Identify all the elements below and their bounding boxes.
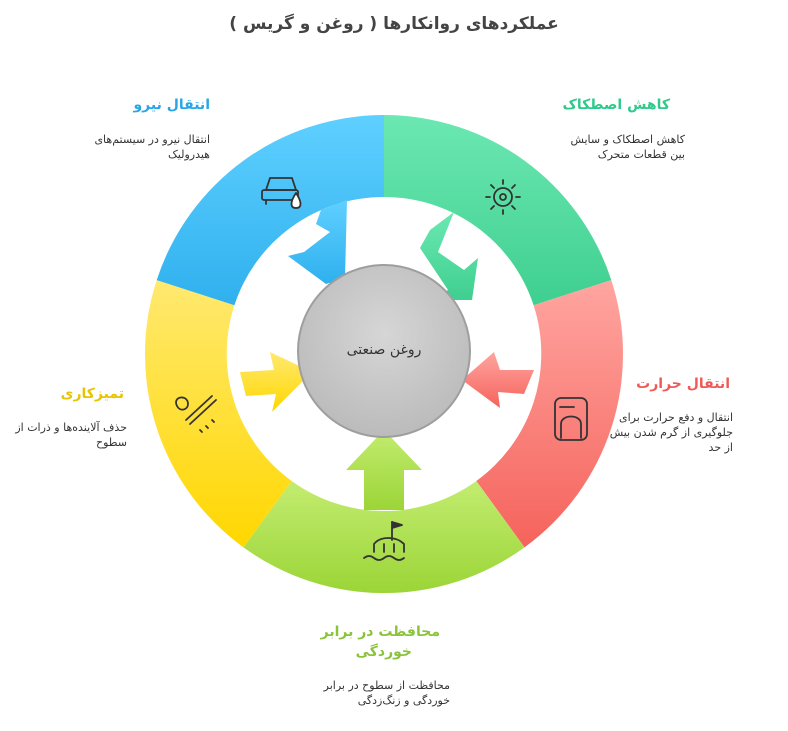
cleaning-description: حذف آلاینده‌ها و ذرات از سطوح (0, 420, 127, 450)
car-drop-icon (261, 177, 302, 209)
corrosion-description-line: محافظت از سطوح در برابر (323, 679, 450, 692)
broom-icon (175, 395, 217, 433)
cleaning-description-line: حذف آلاینده‌ها و ذرات از (15, 421, 127, 434)
center-label: روغن صنعتی (346, 342, 422, 358)
page-title: عملکردهای روانکارها ( روغن و گریس ) (229, 14, 559, 34)
heater-icon (554, 397, 588, 441)
segment-corrosion (243, 481, 525, 594)
heat-description-line: جلوگیری از گرم شدن بیش (609, 426, 733, 439)
center-circle (297, 264, 471, 438)
friction-description: کاهش اصطکاک و سایش بین قطعات متحرک (520, 132, 685, 162)
friction-heading: کاهش اصطکاک (562, 97, 670, 113)
segment-cleaning (144, 280, 292, 548)
arrow-corrosion (346, 430, 422, 510)
corrosion-heading-line: خوردگی (355, 644, 412, 660)
arrow-cleaning (240, 352, 312, 412)
arrow-heat (462, 352, 534, 408)
segment-heat (476, 280, 624, 548)
friction-description-line: بین قطعات متحرک (597, 148, 685, 161)
corrosion-heading-line: محافظت در برابر (320, 624, 440, 640)
heat-description-line: از حد (708, 441, 733, 454)
segment-hydraulic (156, 114, 384, 306)
cleaning-description-line: سطوح (95, 436, 127, 449)
heat-description: انتقال و دفع حرارت برای جلوگیری از گرم ش… (600, 410, 733, 455)
corrosion-description-line: خوردگی و زنگ‌زدگی (357, 694, 450, 707)
gear-sun-icon (485, 179, 521, 215)
heat-description-line: انتقال و دفع حرارت برای (618, 411, 733, 424)
ship-flag-icon (363, 521, 405, 561)
arrow-hydraulic (288, 200, 347, 284)
hydraulic-description-line: انتقال نیرو در سیستم‌های (94, 133, 210, 146)
hydraulic-description-line: هیدرولیک (167, 148, 210, 161)
corrosion-heading: محافظت در برابر خوردگی (290, 622, 440, 662)
heat-heading: انتقال حرارت (636, 376, 730, 392)
arrow-friction (420, 212, 478, 300)
corrosion-description: محافظت از سطوح در برابر خوردگی و زنگ‌زدگ… (290, 678, 450, 708)
hydraulic-description: انتقال نیرو در سیستم‌های هیدرولیک (60, 132, 210, 162)
friction-description-line: کاهش اصطکاک و سایش (570, 133, 685, 146)
cleaning-heading: تمیزکاری (60, 386, 124, 402)
hydraulic-heading: انتقال نیرو (133, 97, 210, 113)
segment-friction (384, 114, 612, 306)
